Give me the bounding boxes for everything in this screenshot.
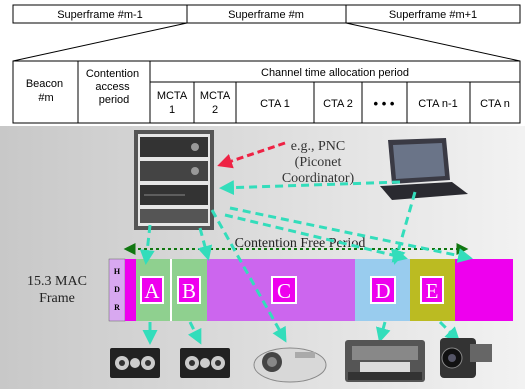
superframe-fields: Beacon #m Contention access period Chann…	[12, 60, 521, 124]
block-c-label: C	[277, 279, 291, 303]
cap-line-1: Contention	[86, 68, 139, 80]
av-rack-icon	[134, 130, 214, 230]
camcorder-icon	[440, 338, 492, 378]
beacon-number: #m	[38, 92, 53, 104]
superframe-next: Superframe #m+1	[389, 9, 477, 21]
slot-cta-n: CTA n	[480, 98, 510, 110]
mac-frame: H D R A B C D E	[108, 258, 513, 322]
block-a-label: A	[144, 279, 160, 303]
superframe-bar: Superframe #m-1 Superframe #m Superframe…	[12, 4, 521, 24]
trailing-segment	[455, 259, 513, 321]
speaker-icon-2	[180, 348, 230, 378]
hdr-letter-h: H	[114, 267, 121, 276]
hdr-letter-d: D	[114, 285, 120, 294]
cap-line-2: access	[95, 81, 130, 93]
slot-ellipsis: • • •	[374, 96, 395, 111]
laptop-icon	[380, 138, 468, 200]
beacon-segment	[125, 259, 136, 321]
ctap-label: Channel time allocation period	[261, 67, 409, 79]
expansion-lines	[12, 22, 521, 62]
block-e-label: E	[426, 279, 439, 303]
beacon-field: Beacon #m	[26, 78, 66, 104]
printer-icon	[345, 340, 425, 382]
pnc-callout: e.g., PNC (Piconet Coordinator)	[217, 139, 355, 186]
slot-cta-2: CTA 2	[323, 98, 353, 110]
beacon-label: Beacon	[26, 78, 63, 90]
block-b-label: B	[182, 279, 196, 303]
mac-frame-label-2: Frame	[39, 291, 75, 306]
mac-frame-label-1: 15.3 MAC	[27, 274, 87, 289]
wireless-links	[139, 180, 473, 345]
pnc-label-line-2: (Piconet	[295, 155, 342, 170]
superframe-prev: Superframe #m-1	[57, 9, 143, 21]
cap-field: Contention access period	[86, 68, 142, 106]
slot-cta-1: CTA 1	[260, 98, 290, 110]
hdr-letter-r: R	[114, 303, 120, 312]
superframe-current: Superframe #m	[228, 9, 304, 21]
pnc-label-line-3: Coordinator)	[282, 171, 355, 186]
projector-icon	[253, 347, 327, 383]
cap-line-3: period	[99, 94, 130, 106]
block-d-label: D	[375, 279, 390, 303]
speaker-icon	[110, 348, 160, 378]
slot-cta-n-1: CTA n-1	[418, 98, 458, 110]
pnc-label-line-1: e.g., PNC	[291, 139, 345, 154]
